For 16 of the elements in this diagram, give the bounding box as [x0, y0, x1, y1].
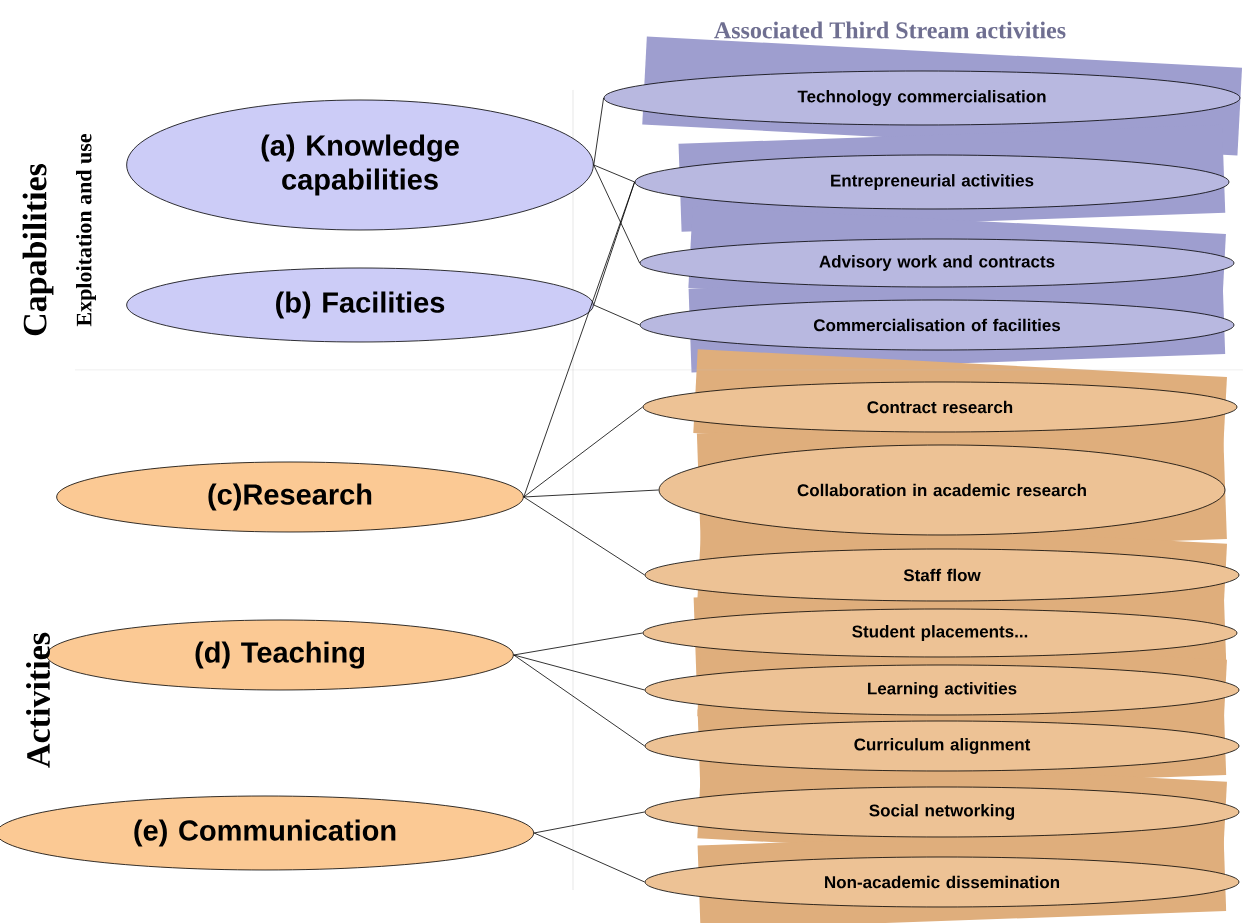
axis-label: Capabilities: [22, 163, 54, 336]
connector-line: [513, 654, 645, 747]
heading: Associated Third Stream activities: [714, 21, 1066, 39]
connector-line: [523, 181, 635, 498]
connector-line: [523, 489, 659, 498]
connector-line: [513, 654, 645, 691]
axis-label: Exploitation and use: [76, 134, 96, 327]
connector-line: [513, 632, 643, 656]
connector-line: [593, 164, 640, 264]
connector-line: [593, 304, 640, 326]
connector-line: [533, 811, 645, 834]
connector-line: [593, 97, 604, 166]
connector-line: [533, 832, 645, 883]
connector-line: [523, 406, 643, 498]
connector-line: [523, 496, 645, 576]
connector-line: [593, 164, 635, 183]
